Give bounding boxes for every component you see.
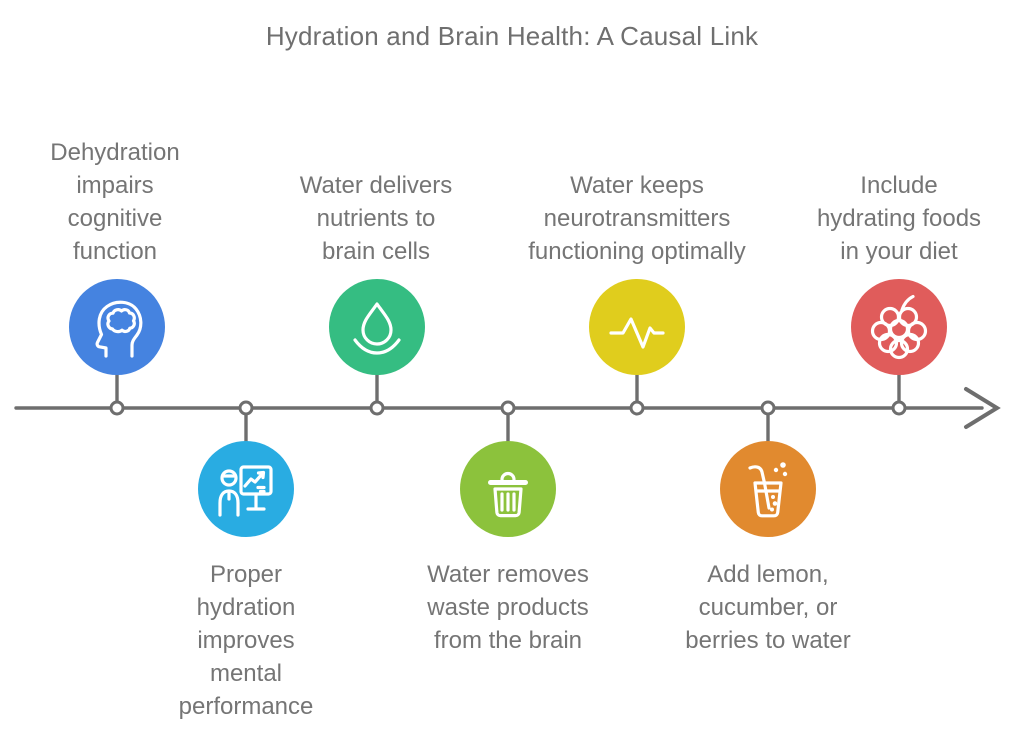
trash-can-icon xyxy=(460,441,556,537)
node-3-circle xyxy=(329,279,425,375)
presentation-chart-icon xyxy=(198,441,294,537)
node-1-label: Dehydration impairs cognitive function xyxy=(50,139,180,265)
node-5-label: Water keeps neurotransmitters functionin… xyxy=(528,172,746,265)
water-drop-glyph xyxy=(353,302,401,355)
node-6-circle xyxy=(720,441,816,537)
pulse-wave-icon xyxy=(589,279,685,375)
trash-can-glyph xyxy=(488,471,528,518)
pulse-wave-glyph xyxy=(609,317,665,349)
timeline-dot xyxy=(369,400,385,416)
raspberry-icon xyxy=(851,279,947,375)
node-7-circle xyxy=(851,279,947,375)
arrow-head-icon xyxy=(964,387,1001,429)
raspberry-glyph xyxy=(870,294,928,360)
node-7-label: Include hydrating foods in your diet xyxy=(816,172,982,265)
head-brain-icon xyxy=(69,279,165,375)
node-2-label: Proper hydration improves mental perform… xyxy=(178,561,314,720)
head-brain-glyph xyxy=(95,300,143,358)
node-2-circle xyxy=(198,441,294,537)
node-5-circle xyxy=(589,279,685,375)
page-title: Hydration and Brain Health: A Causal Lin… xyxy=(265,21,759,51)
timeline-dot xyxy=(629,400,645,416)
node-3-label: Water delivers nutrients to brain cells xyxy=(299,172,453,265)
node-6-label: Add lemon, cucumber, or berries to water xyxy=(685,561,851,654)
node-4-label: Water removes waste products from the br… xyxy=(427,561,589,654)
timeline-dot xyxy=(109,400,125,416)
timeline-dot xyxy=(891,400,907,416)
timeline-lines xyxy=(14,372,1001,444)
node-1-circle xyxy=(69,279,165,375)
infused-drink-glyph xyxy=(748,462,788,518)
infused-drink-icon xyxy=(720,441,816,537)
timeline-dot xyxy=(760,400,776,416)
water-drop-icon xyxy=(329,279,425,375)
timeline-dot xyxy=(500,400,516,416)
timeline-dot xyxy=(238,400,254,416)
presentation-chart-glyph xyxy=(218,465,273,517)
